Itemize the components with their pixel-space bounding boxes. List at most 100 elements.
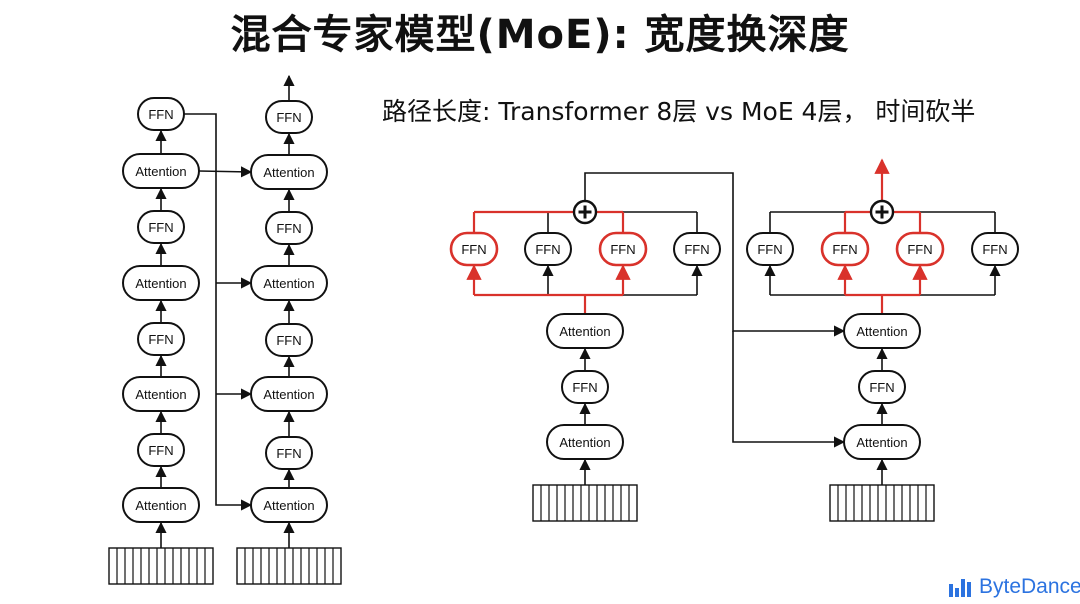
cross-column-connector xyxy=(198,166,253,178)
ffn-block-outline xyxy=(265,100,313,134)
slide-title: 混合专家模型(MoE): 宽度换深度 xyxy=(230,12,850,58)
ffn-block-outline xyxy=(137,97,185,131)
attention-block: Attention xyxy=(843,313,921,349)
attention-label: Attention xyxy=(263,387,314,402)
sum-plus-icon xyxy=(869,199,895,225)
logo-text: ByteDance xyxy=(979,575,1080,598)
ffn-block-outline xyxy=(561,370,609,404)
ffn-label: FFN xyxy=(276,221,301,236)
attention-block: Attention xyxy=(546,313,624,349)
attention-label: Attention xyxy=(559,435,610,450)
attention-block: Attention xyxy=(546,424,624,460)
ffn-block: FFN xyxy=(265,436,313,470)
layer-output-connector xyxy=(584,172,846,337)
ffn-block: FFN xyxy=(598,231,648,267)
attention-label: Attention xyxy=(135,276,186,291)
attention-block: Attention xyxy=(122,153,200,189)
ffn-block-outline xyxy=(265,436,313,470)
ffn-label: FFN xyxy=(148,332,173,347)
bytedance-logo: ByteDance xyxy=(948,574,1080,600)
ffn-label: FFN xyxy=(610,242,635,257)
ffn-block-outline xyxy=(265,323,313,357)
ffn-label: FFN xyxy=(982,242,1007,257)
attention-block-outline xyxy=(122,487,200,523)
attention-block: Attention xyxy=(122,487,200,523)
attention-label: Attention xyxy=(263,276,314,291)
ffn-block-outline xyxy=(746,232,794,266)
attention-block: Attention xyxy=(250,265,328,301)
ffn-label: FFN xyxy=(832,242,857,257)
ffn-label: FFN xyxy=(684,242,709,257)
input-token-sequence xyxy=(532,484,638,522)
attention-block-outline xyxy=(843,424,921,460)
ffn-block-outline xyxy=(449,231,499,267)
cross-column-connector xyxy=(184,113,253,511)
ffn-label: FFN xyxy=(148,107,173,122)
ffn-block: FFN xyxy=(524,232,572,266)
ffn-block: FFN xyxy=(673,232,721,266)
ffn-block: FFN xyxy=(820,231,870,267)
attention-block-outline xyxy=(122,376,200,412)
ffn-block-outline xyxy=(858,370,906,404)
attention-label: Attention xyxy=(856,324,907,339)
ffn-block-outline xyxy=(820,231,870,267)
ffn-label: FFN xyxy=(148,443,173,458)
input-token-sequence xyxy=(108,547,214,585)
ffn-block-outline xyxy=(598,231,648,267)
attention-block-outline xyxy=(250,154,328,190)
ffn-block: FFN xyxy=(449,231,499,267)
ffn-label: FFN xyxy=(535,242,560,257)
attention-block-outline xyxy=(843,313,921,349)
ffn-block-outline xyxy=(524,232,572,266)
attention-label: Attention xyxy=(263,165,314,180)
attention-label: Attention xyxy=(263,498,314,513)
ffn-block-outline xyxy=(971,232,1019,266)
ffn-block-outline xyxy=(137,322,185,356)
ffn-label: FFN xyxy=(757,242,782,257)
ffn-block: FFN xyxy=(746,232,794,266)
ffn-block: FFN xyxy=(971,232,1019,266)
ffn-block: FFN xyxy=(265,323,313,357)
ffn-block: FFN xyxy=(265,100,313,134)
input-sequence-frame xyxy=(108,547,214,585)
attention-block-outline xyxy=(122,265,200,301)
ffn-block-outline xyxy=(137,433,185,467)
ffn-block: FFN xyxy=(137,97,185,131)
input-sequence-frame xyxy=(532,484,638,522)
input-token-sequence xyxy=(829,484,935,522)
ffn-block: FFN xyxy=(895,231,945,267)
ffn-block: FFN xyxy=(137,322,185,356)
ffn-block-outline xyxy=(137,210,185,244)
ffn-label: FFN xyxy=(461,242,486,257)
attention-block-outline xyxy=(122,153,200,189)
sum-plus-icon xyxy=(572,199,598,225)
ffn-block: FFN xyxy=(561,370,609,404)
ffn-label: FFN xyxy=(276,333,301,348)
input-token-sequence xyxy=(236,547,342,585)
ffn-block-outline xyxy=(895,231,945,267)
residual-connector xyxy=(732,331,846,448)
ffn-label: FFN xyxy=(907,242,932,257)
ffn-block: FFN xyxy=(137,433,185,467)
ffn-block-outline xyxy=(265,211,313,245)
ffn-block: FFN xyxy=(265,211,313,245)
attention-block: Attention xyxy=(122,376,200,412)
attention-label: Attention xyxy=(856,435,907,450)
attention-block-outline xyxy=(546,313,624,349)
attention-label: Attention xyxy=(135,387,186,402)
bytedance-bars-icon xyxy=(949,579,971,597)
attention-block-outline xyxy=(546,424,624,460)
ffn-label: FFN xyxy=(148,220,173,235)
input-sequence-frame xyxy=(236,547,342,585)
attention-label: Attention xyxy=(135,498,186,513)
attention-block: Attention xyxy=(843,424,921,460)
attention-block: Attention xyxy=(250,376,328,412)
ffn-block: FFN xyxy=(858,370,906,404)
input-sequence-frame xyxy=(829,484,935,522)
attention-block-outline xyxy=(250,376,328,412)
ffn-block: FFN xyxy=(137,210,185,244)
slide-subtitle: 路径长度: Transformer 8层 vs MoE 4层， 时间砍半 xyxy=(382,97,976,126)
attention-block: Attention xyxy=(250,487,328,523)
ffn-label: FFN xyxy=(276,110,301,125)
